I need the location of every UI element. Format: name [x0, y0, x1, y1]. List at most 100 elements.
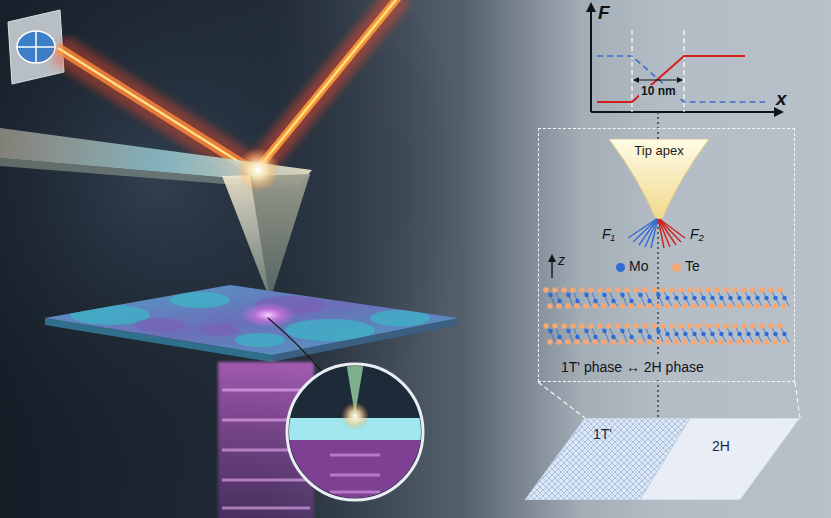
te-atom: [646, 339, 652, 345]
te-atom: [637, 303, 643, 309]
mo-atom: [584, 329, 588, 333]
region-fill: [640, 418, 800, 500]
te-atom: [687, 287, 693, 293]
te-atom: [583, 339, 589, 345]
axis-label: z: [558, 252, 565, 268]
mo-atom: [746, 296, 750, 300]
te-atom: [552, 323, 558, 329]
te-atom: [606, 287, 612, 293]
te-atom: [705, 287, 711, 293]
te-atom: [583, 303, 589, 309]
mo-atom: [719, 296, 723, 300]
te-atom: [696, 323, 702, 329]
te-atom: [691, 339, 697, 345]
te-atom: [579, 323, 585, 329]
te-atom: [579, 287, 585, 293]
mo-atom: [584, 293, 588, 297]
node-text: 2H: [712, 438, 730, 454]
te-atom: [736, 339, 742, 345]
mo-atom: [701, 332, 705, 336]
axis-label: 10 nm: [639, 85, 678, 99]
mo-atom: [575, 299, 579, 303]
legend-text: Te: [685, 258, 700, 274]
te-atom: [768, 323, 774, 329]
mo-atom: [755, 332, 759, 336]
te-atom: [736, 303, 742, 309]
legend-swatch: [616, 263, 625, 272]
mo-atom: [719, 332, 723, 336]
te-atom: [574, 303, 580, 309]
te-atom: [705, 323, 711, 329]
mo-atom: [728, 332, 732, 336]
te-atom: [624, 287, 630, 293]
dashed-inset-box: 1T' phase ↔ 2H phase Tip apex: [538, 128, 795, 382]
mo-atom: [746, 332, 750, 336]
mo-atom: [755, 296, 759, 300]
te-atom: [615, 287, 621, 293]
te-atom: [633, 287, 639, 293]
te-atom: [687, 323, 693, 329]
te-atom: [642, 323, 648, 329]
mo-atom: [557, 335, 561, 339]
mo-atom: [773, 332, 777, 336]
te-atom: [619, 339, 625, 345]
mo-atom: [638, 293, 642, 297]
te-atom: [682, 339, 688, 345]
te-atom: [759, 287, 765, 293]
mo-atom: [737, 296, 741, 300]
mo-atom: [782, 332, 786, 336]
mo-atom: [647, 335, 651, 339]
te-atom: [664, 303, 670, 309]
legend-swatch: [672, 263, 681, 272]
te-atom: [714, 287, 720, 293]
te-atom: [547, 303, 553, 309]
mote2-lattice: [543, 287, 789, 345]
te-atom: [723, 287, 729, 293]
te-atom: [565, 303, 571, 309]
te-atom: [727, 339, 733, 345]
te-atom: [682, 303, 688, 309]
te-atom: [642, 287, 648, 293]
te-atom: [669, 323, 675, 329]
te-atom: [754, 303, 760, 309]
te-atom: [768, 287, 774, 293]
mo-atom: [611, 335, 615, 339]
mo-atom: [602, 293, 606, 297]
mo-atom: [674, 296, 678, 300]
node-text: 1T': [593, 426, 612, 442]
te-atom: [709, 339, 715, 345]
te-atom: [561, 287, 567, 293]
force-rays: [628, 218, 685, 248]
te-atom: [552, 287, 558, 293]
mo-atom: [548, 293, 552, 297]
te-atom: [777, 287, 783, 293]
node-text: Tip apex: [609, 144, 709, 159]
te-atom: [655, 339, 661, 345]
te-atom: [561, 323, 567, 329]
mo-atom: [620, 293, 624, 297]
tip-cone: [609, 139, 709, 219]
te-atom: [628, 303, 634, 309]
te-atom: [718, 339, 724, 345]
mo-atom: [548, 329, 552, 333]
region-outline: [640, 418, 800, 500]
te-atom: [700, 339, 706, 345]
mo-atom: [593, 335, 597, 339]
mo-atom: [674, 332, 678, 336]
te-atom: [763, 303, 769, 309]
mo-atom: [620, 329, 624, 333]
mo-atom: [683, 296, 687, 300]
te-atom: [696, 287, 702, 293]
te-atom: [651, 287, 657, 293]
te-atom: [660, 323, 666, 329]
z-axis-arrow: [548, 254, 556, 278]
mo-atom: [575, 335, 579, 339]
te-atom: [777, 323, 783, 329]
te-atom: [615, 323, 621, 329]
mo-atom: [665, 332, 669, 336]
node-text: 1T' phase ↔ 2H phase: [561, 359, 704, 375]
te-atom: [709, 303, 715, 309]
te-atom: [601, 303, 607, 309]
mo-atom: [647, 299, 651, 303]
